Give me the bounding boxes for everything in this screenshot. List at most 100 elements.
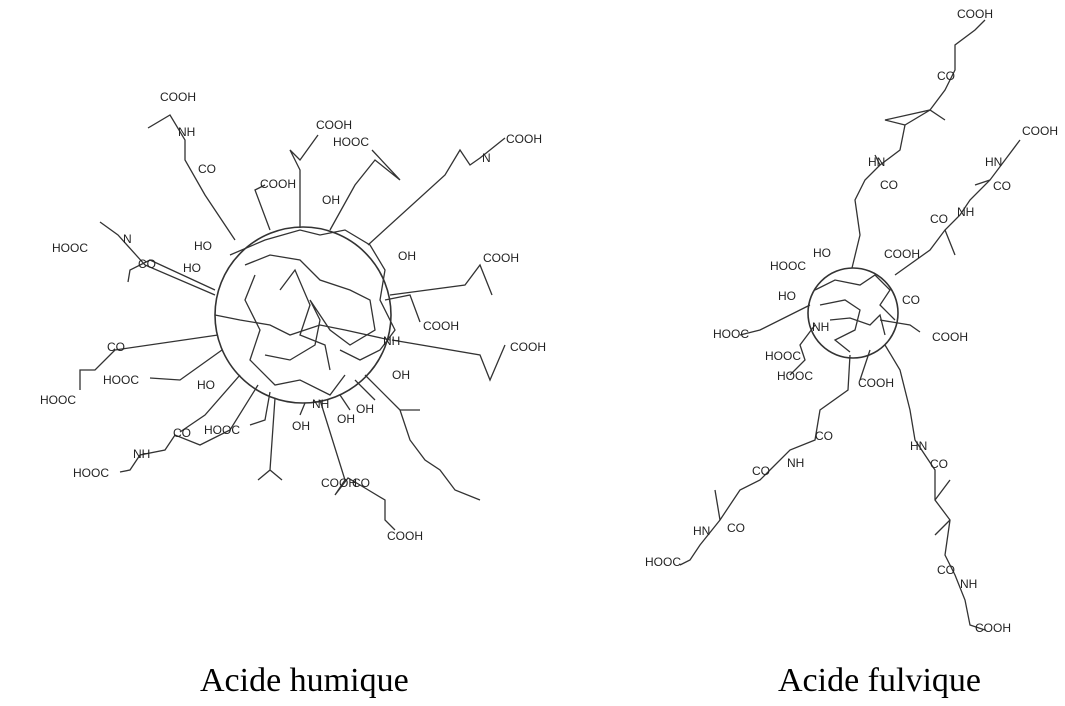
fulvic-group-label: CO: [880, 178, 898, 192]
humic-inner-chain: [214, 314, 391, 341]
fulvic-group-label: CO: [937, 69, 955, 83]
humic-group-label: COOH: [510, 340, 546, 354]
humic-group-label: COOH: [506, 132, 542, 146]
fulvic-group-label: CO: [937, 563, 955, 577]
humic-group-label: CO: [352, 476, 370, 490]
humic-acid-caption: Acide humique: [200, 662, 409, 699]
humic-group-label: COOH: [387, 529, 423, 543]
humic-group-label: OH: [356, 402, 374, 416]
humic-group-label: OH: [398, 249, 416, 263]
humic-group-label: CO: [198, 162, 216, 176]
humic-group-label: COOH: [321, 476, 357, 490]
humic-group-label: HOOC: [73, 466, 109, 480]
fulvic-branch: [894, 139, 1021, 276]
humic-branch: [339, 394, 351, 411]
fulvic-group-label: HN: [985, 155, 1002, 169]
humic-group-label: OH: [392, 368, 410, 382]
humic-branch: [147, 114, 236, 241]
fulvic-group-label: HN: [693, 524, 710, 538]
humic-group-label: COOH: [483, 251, 519, 265]
fulvic-inner-chain: [829, 313, 886, 336]
fulvic-group-label: HO: [778, 289, 796, 303]
humic-branch: [99, 221, 216, 296]
humic-branch: [319, 399, 396, 531]
fulvic-branch: [879, 319, 921, 333]
fulvic-inner-chain: [814, 274, 896, 321]
humic-group-label: CO: [107, 340, 125, 354]
fulvic-branch: [851, 19, 986, 269]
fulvic-branch: [934, 479, 951, 501]
fulvic-group-labels: COOH CO HN CO COOH HN CO CO NH HO HOOC C…: [645, 7, 1058, 635]
fulvic-branch: [859, 349, 871, 381]
humic-group-label: N: [482, 151, 491, 165]
fulvic-group-label: HOOC: [777, 369, 813, 383]
fulvic-acid-structure: COOH CO HN CO COOH HN CO CO NH HO HOOC C…: [645, 7, 1058, 635]
fulvic-group-label: HO: [813, 246, 831, 260]
fulvic-branch: [789, 324, 816, 376]
fulvic-branch: [874, 154, 881, 166]
humic-group-label: HOOC: [103, 373, 139, 387]
humic-group-label: HOOC: [40, 393, 76, 407]
fulvic-group-label: CO: [993, 179, 1011, 193]
fulvic-acid-caption: Acide fulvique: [778, 662, 981, 699]
humic-inner-chain: [229, 229, 396, 361]
fulvic-branch: [884, 344, 986, 631]
fulvic-group-label: CO: [815, 429, 833, 443]
humic-group-label: COOH: [160, 90, 196, 104]
humic-group-label: HO: [197, 378, 215, 392]
humic-branch: [79, 334, 219, 390]
fulvic-branch: [944, 229, 956, 256]
humic-group-label: OH: [322, 193, 340, 207]
humic-group-label: OH: [292, 419, 310, 433]
humic-group-label: HOOC: [333, 135, 369, 149]
humic-branch: [384, 294, 421, 323]
fulvic-group-label: COOH: [858, 376, 894, 390]
humic-branch: [254, 184, 271, 231]
humic-group-label: HOOC: [204, 423, 240, 437]
humic-branch: [389, 263, 493, 296]
humic-group-label: OH: [337, 412, 355, 426]
humic-branch: [127, 259, 216, 291]
humic-inner-chain: [279, 268, 331, 371]
fulvic-core-circle: [807, 267, 899, 359]
humic-group-label: NH: [178, 125, 195, 139]
humic-acid-structure: COOH NH CO COOH HOOC N COOH COOH OH HOOC…: [40, 90, 546, 543]
humic-branch: [257, 397, 283, 481]
humic-branch: [149, 349, 223, 381]
humic-group-label: COOH: [316, 118, 352, 132]
fulvic-group-label: NH: [787, 456, 804, 470]
humic-branch: [289, 134, 319, 228]
fulvic-group-label: HOOC: [713, 327, 749, 341]
fulvic-branch: [739, 304, 811, 336]
humic-group-label: HO: [194, 239, 212, 253]
humic-branch: [249, 391, 271, 426]
fulvic-branch: [934, 519, 951, 536]
humic-group-label: NH: [312, 397, 329, 411]
humic-group-labels: COOH NH CO COOH HOOC N COOH COOH OH HOOC…: [40, 90, 546, 543]
fulvic-group-label: NH: [957, 205, 974, 219]
humic-inner-chain: [244, 254, 376, 361]
fulvic-group-label: CO: [727, 521, 745, 535]
fulvic-branch: [679, 354, 851, 566]
fulvic-branch: [884, 109, 946, 126]
humic-group-label: NH: [383, 334, 400, 348]
humic-group-label: NH: [133, 447, 150, 461]
fulvic-group-label: COOH: [975, 621, 1011, 635]
humic-branch: [119, 384, 259, 473]
humic-branch: [391, 339, 506, 382]
fulvic-group-label: CO: [752, 464, 770, 478]
humic-branch: [367, 137, 506, 246]
humic-group-label: CO: [138, 257, 156, 271]
fulvic-group-label: COOH: [884, 247, 920, 261]
fulvic-group-label: COOH: [932, 330, 968, 344]
fulvic-group-label: HOOC: [770, 259, 806, 273]
humic-group-label: HO: [183, 261, 201, 275]
fulvic-group-label: HN: [868, 155, 885, 169]
fulvic-group-label: HOOC: [645, 555, 681, 569]
humic-core-circle: [214, 226, 392, 404]
humic-branch: [299, 402, 306, 416]
humic-branch: [179, 374, 241, 433]
fulvic-group-label: COOH: [1022, 124, 1058, 138]
humic-group-label: CO: [173, 426, 191, 440]
humic-branch: [329, 149, 401, 231]
